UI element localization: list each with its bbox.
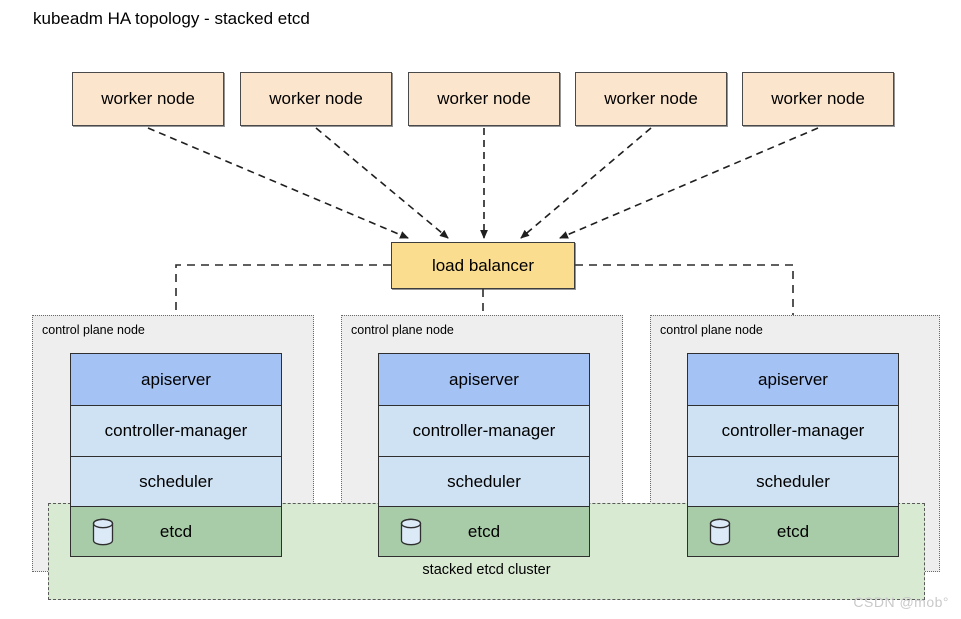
database-cylinder-icon (92, 518, 114, 545)
load-balancer-label: load balancer (431, 255, 535, 275)
worker-node-label: worker node (101, 89, 195, 108)
control-plane-label: control plane node (351, 323, 454, 337)
worker-link-5 (559, 127, 819, 239)
component-scheduler[interactable]: scheduler (687, 456, 899, 506)
worker-node-label: worker node (269, 89, 363, 108)
component-label: scheduler (447, 471, 521, 491)
component-label: controller-manager (104, 421, 248, 440)
component-scheduler[interactable]: scheduler (378, 456, 590, 506)
component-apiserver[interactable]: apiserver (70, 353, 282, 405)
worker-node-4[interactable]: worker node (575, 72, 727, 126)
worker-node-2[interactable]: worker node (240, 72, 392, 126)
component-controller-manager[interactable]: controller-manager (687, 405, 899, 456)
component-controller-manager[interactable]: controller-manager (70, 405, 282, 456)
control-plane-label: control plane node (42, 323, 145, 337)
component-label: apiserver (758, 369, 828, 389)
control-plane-stack-3: apiserver controller-manager scheduler e… (687, 353, 899, 557)
page-title: kubeadm HA topology - stacked etcd (33, 9, 310, 28)
component-label: apiserver (141, 369, 211, 389)
watermark: CSDN @mob° (853, 594, 949, 610)
component-controller-manager[interactable]: controller-manager (378, 405, 590, 456)
worker-link-4 (520, 127, 652, 239)
stacked-etcd-cluster-label: stacked etcd cluster (422, 562, 551, 578)
component-label: etcd (776, 521, 810, 541)
worker-to-loadbalancer-links (147, 127, 819, 239)
control-plane-stack-2: apiserver controller-manager scheduler e… (378, 353, 590, 557)
component-apiserver[interactable]: apiserver (378, 353, 590, 405)
database-cylinder-icon (709, 518, 731, 545)
component-label: etcd (159, 521, 193, 541)
component-label: scheduler (756, 471, 830, 491)
component-label: controller-manager (412, 421, 556, 440)
worker-node-label: worker node (437, 89, 531, 108)
component-etcd[interactable]: etcd (687, 506, 899, 557)
worker-node-1[interactable]: worker node (72, 72, 224, 126)
component-label: apiserver (449, 369, 519, 389)
worker-link-2 (315, 127, 449, 239)
control-plane-label: control plane node (660, 323, 763, 337)
component-label: scheduler (139, 471, 213, 491)
control-plane-stack-1: apiserver controller-manager scheduler e… (70, 353, 282, 557)
worker-link-1 (147, 127, 409, 239)
worker-node-5[interactable]: worker node (742, 72, 894, 126)
worker-node-3[interactable]: worker node (408, 72, 560, 126)
component-apiserver[interactable]: apiserver (687, 353, 899, 405)
component-etcd[interactable]: etcd (378, 506, 590, 557)
component-scheduler[interactable]: scheduler (70, 456, 282, 506)
component-label: etcd (467, 521, 501, 541)
component-etcd[interactable]: etcd (70, 506, 282, 557)
database-cylinder-icon (400, 518, 422, 545)
component-label: controller-manager (721, 421, 865, 440)
load-balancer-node[interactable]: load balancer (391, 242, 575, 289)
worker-node-label: worker node (771, 89, 865, 108)
worker-node-label: worker node (604, 89, 698, 108)
